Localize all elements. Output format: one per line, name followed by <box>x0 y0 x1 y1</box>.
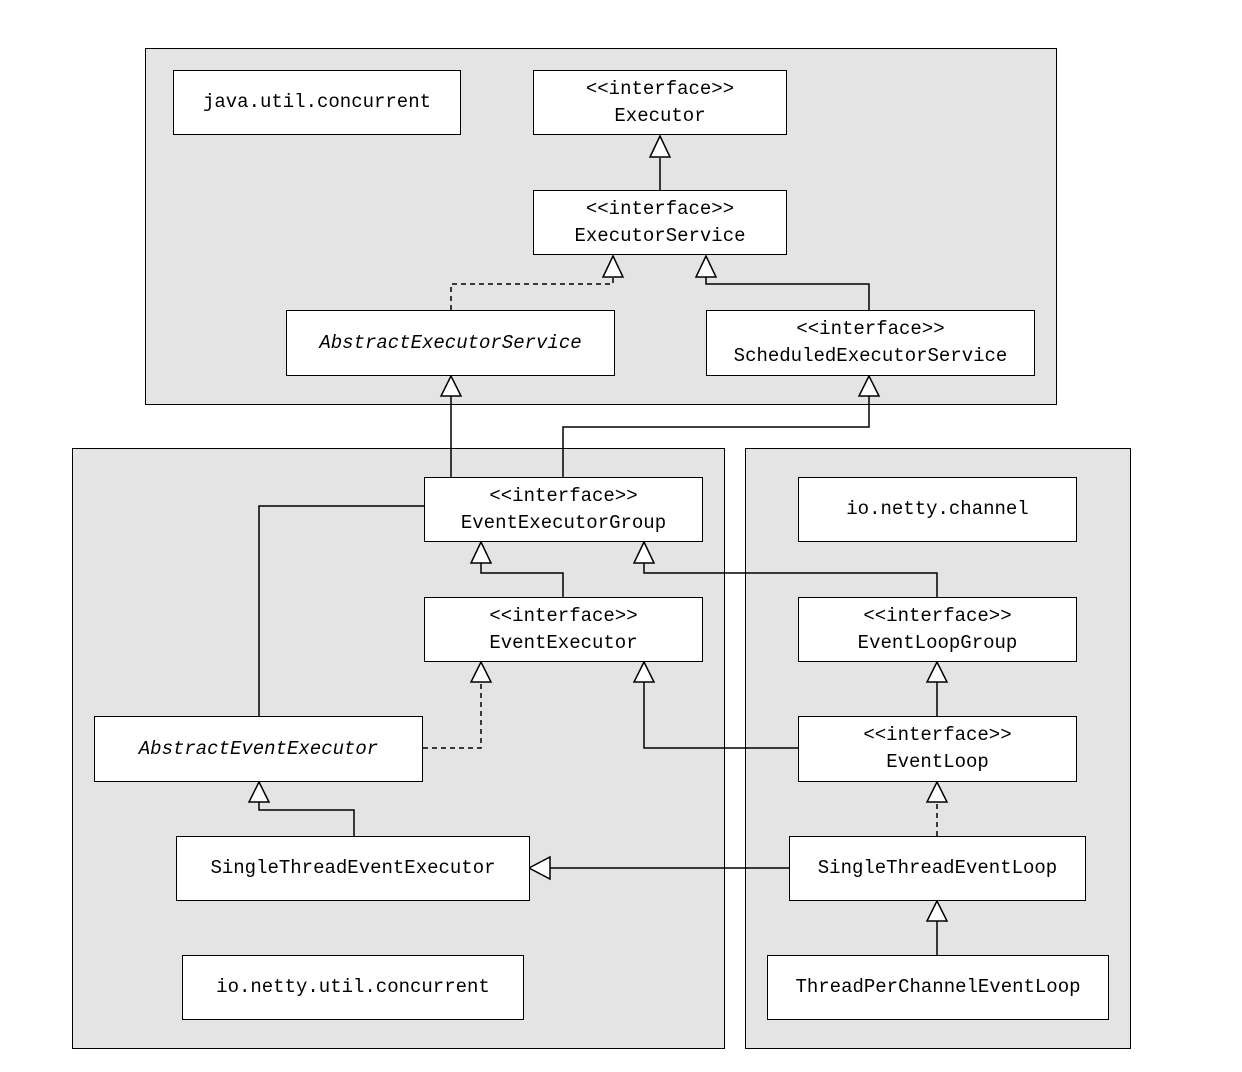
arrowhead-eventexecutorgroup-right <box>632 540 656 564</box>
edge-abstracteventexecutor-eventexecutor <box>423 682 482 749</box>
arrowhead-executor <box>648 134 672 158</box>
stereotype-label: <<interface>> <box>863 724 1012 746</box>
edge-eventexecutorgroup-scheduled <box>562 396 870 477</box>
stereotype-label: <<interface>> <box>585 77 735 100</box>
class-name: ThreadPerChannelEventLoop <box>795 976 1081 998</box>
class-name: Executor <box>614 104 706 127</box>
stereotype-label: <<interface>> <box>796 318 945 340</box>
package-label-java-util-concurrent: java.util.concurrent <box>173 70 461 135</box>
arrowhead-eventexecutorgroup-left <box>469 540 493 564</box>
arrowhead-executorservice-left <box>601 254 625 278</box>
edge-eventloop-eventexecutor <box>643 682 798 749</box>
class-event-loop: <<interface>> EventLoop <box>798 716 1077 782</box>
arrowhead-abstractexecutorservice <box>439 374 463 397</box>
edge-abstractexecutorservice-executorservice <box>450 277 614 310</box>
edge-singlethreadeventexecutor-abstracteventexecutor <box>258 802 355 836</box>
class-name: EventLoopGroup <box>857 631 1018 654</box>
package-name: io.netty.util.concurrent <box>216 976 490 998</box>
class-single-thread-event-loop: SingleThreadEventLoop <box>789 836 1086 901</box>
class-executor-service: <<interface>> ExecutorService <box>533 190 787 255</box>
arrowhead-scheduledexecutorservice <box>857 374 881 397</box>
class-name: EventExecutor <box>489 631 638 654</box>
class-name: ExecutorService <box>574 224 746 247</box>
package-name: java.util.concurrent <box>202 91 432 113</box>
class-event-executor-group: <<interface>> EventExecutorGroup <box>424 477 703 542</box>
arrowhead-eventexecutor-right <box>632 660 656 683</box>
class-scheduled-executor-service: <<interface>> ScheduledExecutorService <box>706 310 1035 376</box>
class-executor: <<interface>> Executor <box>533 70 787 135</box>
stereotype-label: <<interface>> <box>489 604 638 627</box>
edge-eventloopgroup-eventexecutorgroup <box>643 563 938 597</box>
class-event-executor: <<interface>> EventExecutor <box>424 597 703 662</box>
stereotype-label: <<interface>> <box>585 197 735 220</box>
arrowhead-eventloop <box>925 780 949 803</box>
class-single-thread-event-executor: SingleThreadEventExecutor <box>176 836 530 901</box>
arrowhead-eventloopgroup <box>925 660 949 683</box>
arrowhead-eventexecutor-left <box>469 660 493 683</box>
class-name: SingleThreadEventExecutor <box>210 857 496 879</box>
arrowhead-singlethreadeventloop <box>925 899 949 922</box>
stereotype-label: <<interface>> <box>863 604 1012 627</box>
stereotype-label: <<interface>> <box>489 484 638 507</box>
class-abstract-event-executor: AbstractEventExecutor <box>94 716 423 782</box>
class-name: SingleThreadEventLoop <box>817 857 1058 879</box>
package-label-io-netty-channel: io.netty.channel <box>798 477 1077 542</box>
class-name: EventExecutorGroup <box>460 511 667 534</box>
arrowhead-executorservice-right <box>694 254 718 278</box>
edge-abstracteventexecutor-eventexecutorgroup <box>258 505 424 716</box>
package-name: io.netty.channel <box>846 498 1029 520</box>
class-name: AbstractExecutorService <box>319 331 582 354</box>
class-name: AbstractEventExecutor <box>138 737 379 760</box>
class-abstract-executor-service: AbstractExecutorService <box>286 310 615 376</box>
package-label-io-netty-util-concurrent: io.netty.util.concurrent <box>182 955 524 1020</box>
edge-eventexecutor-eventexecutorgroup <box>480 563 564 597</box>
arrowhead-abstracteventexecutor <box>247 780 271 803</box>
edge-scheduled-executorservice <box>705 277 870 310</box>
class-thread-per-channel-event-loop: ThreadPerChannelEventLoop <box>767 955 1109 1020</box>
class-name: ScheduledExecutorService <box>733 345 1008 367</box>
class-event-loop-group: <<interface>> EventLoopGroup <box>798 597 1077 662</box>
arrowhead-singlethreadeventexecutor <box>527 855 551 881</box>
class-name: EventLoop <box>886 751 989 773</box>
